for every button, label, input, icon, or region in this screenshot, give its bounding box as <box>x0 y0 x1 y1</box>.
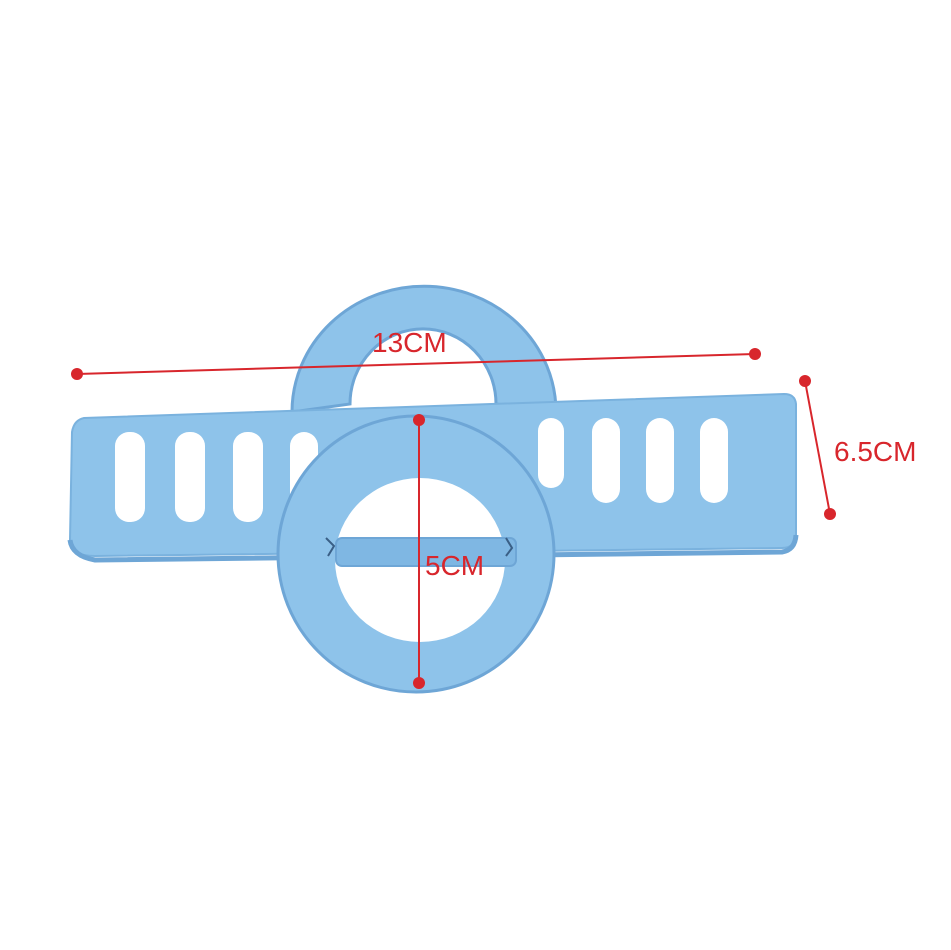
height-dimension: 6.5CM <box>799 375 916 520</box>
length-dimension: 13CM <box>71 327 761 380</box>
ring-end-dot-icon <box>413 677 425 689</box>
length-label: 13CM <box>372 327 447 358</box>
length-end-dot-icon <box>749 348 761 360</box>
height-end-dot-icon <box>824 508 836 520</box>
back-arch <box>290 284 558 414</box>
height-label: 6.5CM <box>834 436 916 467</box>
ring-label: 5CM <box>425 550 484 581</box>
ring-start-dot-icon <box>413 414 425 426</box>
ring-dimension: 5CM <box>413 414 484 689</box>
length-start-dot-icon <box>71 368 83 380</box>
front-ring <box>276 414 556 694</box>
height-start-dot-icon <box>799 375 811 387</box>
